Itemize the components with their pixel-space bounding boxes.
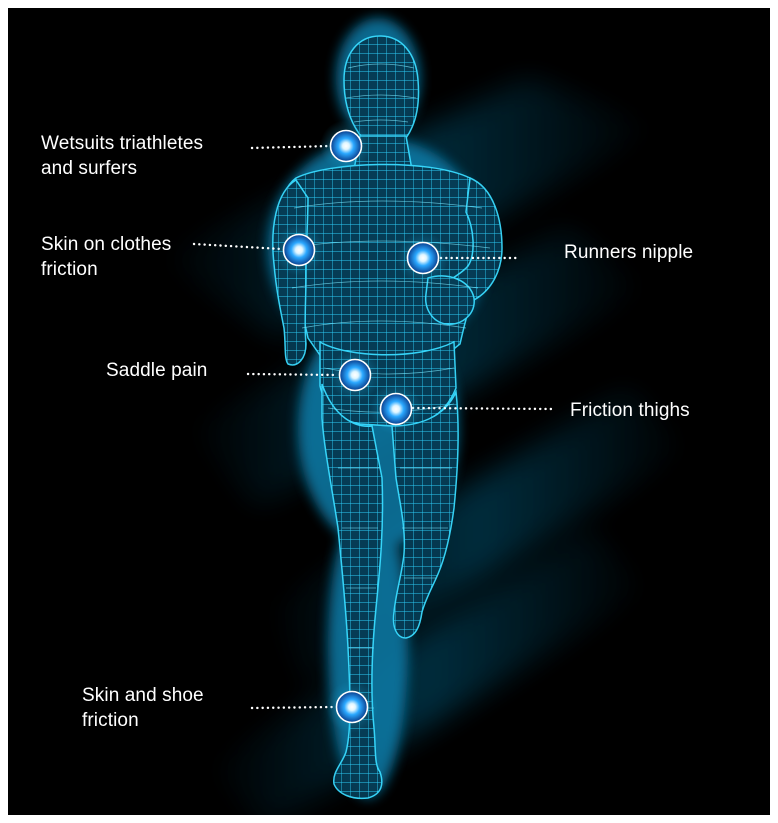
label-saddle-pain-line-1: Saddle pain bbox=[106, 358, 207, 383]
label-wetsuits: Wetsuits triathletes and surfers bbox=[41, 131, 203, 181]
label-wetsuits-line-2: and surfers bbox=[41, 156, 203, 181]
label-skin-on-clothes-line-2: friction bbox=[41, 257, 171, 282]
marker-skin-and-shoe[interactable] bbox=[326, 681, 378, 733]
marker-wetsuits[interactable] bbox=[320, 120, 372, 172]
label-wetsuits-line-1: Wetsuits triathletes bbox=[41, 131, 203, 156]
label-skin-on-clothes-line-1: Skin on clothes bbox=[41, 232, 171, 257]
label-skin-and-shoe-line-2: friction bbox=[82, 708, 204, 733]
marker-saddle-pain[interactable] bbox=[329, 349, 381, 401]
marker-skin-on-clothes[interactable] bbox=[273, 224, 325, 276]
label-skin-and-shoe-line-1: Skin and shoe bbox=[82, 683, 204, 708]
label-friction-thighs-line-1: Friction thighs bbox=[570, 398, 690, 423]
leader-friction-thighs bbox=[413, 408, 551, 409]
marker-friction-thighs[interactable] bbox=[370, 383, 422, 435]
label-friction-thighs: Friction thighs bbox=[570, 398, 690, 423]
label-skin-and-shoe: Skin and shoe friction bbox=[82, 683, 204, 733]
label-saddle-pain: Saddle pain bbox=[106, 358, 207, 383]
label-runners-nipple: Runners nipple bbox=[564, 240, 693, 265]
label-runners-nipple-line-1: Runners nipple bbox=[564, 240, 693, 265]
marker-runners-nipple[interactable] bbox=[397, 232, 449, 284]
diagram-frame: Wetsuits triathletes and surfers Skin on… bbox=[8, 8, 770, 815]
label-skin-on-clothes: Skin on clothes friction bbox=[41, 232, 171, 282]
